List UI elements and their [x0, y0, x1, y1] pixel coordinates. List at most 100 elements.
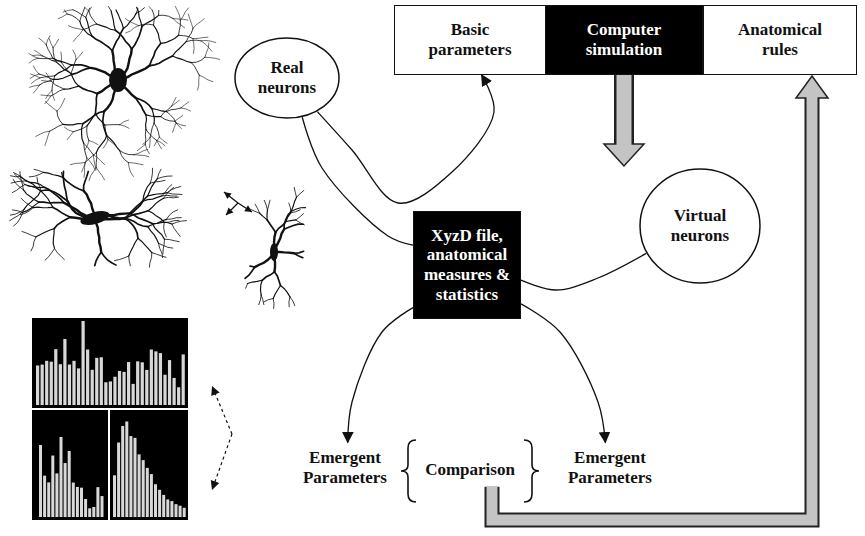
- histogram-bar: [183, 508, 186, 517]
- dendrite: [274, 272, 280, 286]
- block-arrow-body: [492, 96, 812, 520]
- dendrite: [73, 30, 82, 42]
- histogram-bar: [177, 387, 180, 405]
- histogram-bar: [113, 475, 116, 517]
- dendrite: [45, 96, 51, 104]
- ellipse-shape: [640, 169, 760, 283]
- dendrite: [148, 227, 159, 244]
- dendrite: [286, 220, 296, 222]
- histogram-bar: [43, 476, 46, 517]
- dendrite: [33, 66, 39, 74]
- histogram-bar: [170, 501, 173, 517]
- dendrite: [123, 13, 136, 28]
- dendrite: [152, 253, 166, 258]
- neuron-soma: [79, 208, 111, 227]
- histogram-bar: [138, 454, 141, 517]
- dendrite: [71, 59, 76, 73]
- emergent-label-text: Emergent Parameters: [293, 448, 397, 487]
- dendrite: [291, 197, 296, 211]
- histogram-bar: [179, 506, 182, 517]
- dendrite: [175, 6, 180, 20]
- histogram-bar: [175, 504, 178, 517]
- dendrite: [120, 120, 129, 125]
- emergent-label: Emergent Parameters: [554, 445, 666, 490]
- pointer-line: [226, 203, 238, 215]
- dendrite: [72, 68, 91, 74]
- dendrite: [167, 193, 182, 195]
- dendrite: [43, 56, 57, 62]
- dendrite: [120, 151, 129, 163]
- histogram-bar: [104, 382, 107, 405]
- dendrite: [89, 141, 98, 145]
- dendrite: [157, 169, 161, 178]
- right-brace: [524, 440, 539, 502]
- flow-connector: [348, 308, 413, 443]
- histogram-bar: [55, 473, 58, 517]
- dendrite: [129, 256, 131, 266]
- dendrite: [152, 10, 154, 25]
- dendrite: [49, 39, 53, 48]
- dendrite: [164, 239, 179, 242]
- dendrite: [176, 123, 186, 126]
- histogram-bar: [145, 370, 148, 405]
- histogram-bar: [109, 381, 112, 405]
- dendrite: [39, 79, 53, 85]
- dendrite: [54, 217, 70, 228]
- dendrite: [188, 14, 193, 28]
- pointer-lines: [211, 386, 232, 490]
- dendrite: [95, 113, 104, 125]
- parameter-box: Basic parameters: [394, 5, 546, 75]
- histogram-bar: [121, 426, 124, 517]
- histogram-bar: [136, 361, 139, 405]
- dendrite: [143, 138, 150, 145]
- histogram-bar: [72, 361, 75, 405]
- dendrite: [23, 190, 39, 202]
- dendrite: [137, 7, 142, 26]
- dendrite: [267, 200, 270, 210]
- dendrite: [36, 131, 50, 136]
- histogram-bar: [168, 360, 171, 405]
- dashed-pointer: [212, 386, 232, 434]
- dendrite: [152, 222, 172, 224]
- dendrite: [73, 126, 87, 132]
- dendrite: [191, 63, 199, 76]
- histogram-bar: [88, 508, 91, 517]
- dendrite: [10, 212, 22, 220]
- dendrite: [150, 123, 154, 137]
- block-arrow-head: [604, 144, 644, 166]
- dendrite: [166, 218, 181, 220]
- dendrite: [95, 94, 97, 114]
- flow-block-arrow: [492, 76, 828, 520]
- dendrite: [260, 280, 262, 295]
- dendrite: [71, 65, 91, 68]
- dendrite: [149, 7, 152, 11]
- block-arrow-body: [617, 75, 632, 146]
- dendrite: [136, 98, 152, 109]
- source-ellipse-text: Real neurons: [251, 58, 323, 97]
- neuron-soma: [109, 68, 127, 92]
- dendrite: [164, 222, 167, 237]
- dendrite: [114, 256, 128, 261]
- dendrite: [97, 24, 116, 30]
- dendrite: [191, 57, 205, 62]
- dendrite: [54, 248, 64, 259]
- dendrite: [64, 10, 67, 14]
- connector-line: [317, 75, 494, 203]
- dendrite: [291, 208, 305, 212]
- dendrite: [142, 15, 159, 26]
- dendrite: [36, 229, 54, 237]
- dendrite: [56, 62, 72, 74]
- dendrite: [173, 18, 185, 27]
- histogram-bar: [134, 438, 137, 517]
- dendrite: [31, 237, 36, 251]
- dendrite: [115, 30, 131, 49]
- histogram-bar: [141, 362, 144, 405]
- ellipse-shape: [235, 38, 339, 118]
- dendrite: [264, 200, 267, 209]
- dendrite: [134, 155, 149, 157]
- dendrite: [13, 179, 23, 190]
- output-ellipse: Virtual neurons: [639, 168, 761, 284]
- dendrite: [14, 173, 26, 181]
- dendrite: [172, 56, 191, 63]
- histogram-bar: [182, 354, 185, 405]
